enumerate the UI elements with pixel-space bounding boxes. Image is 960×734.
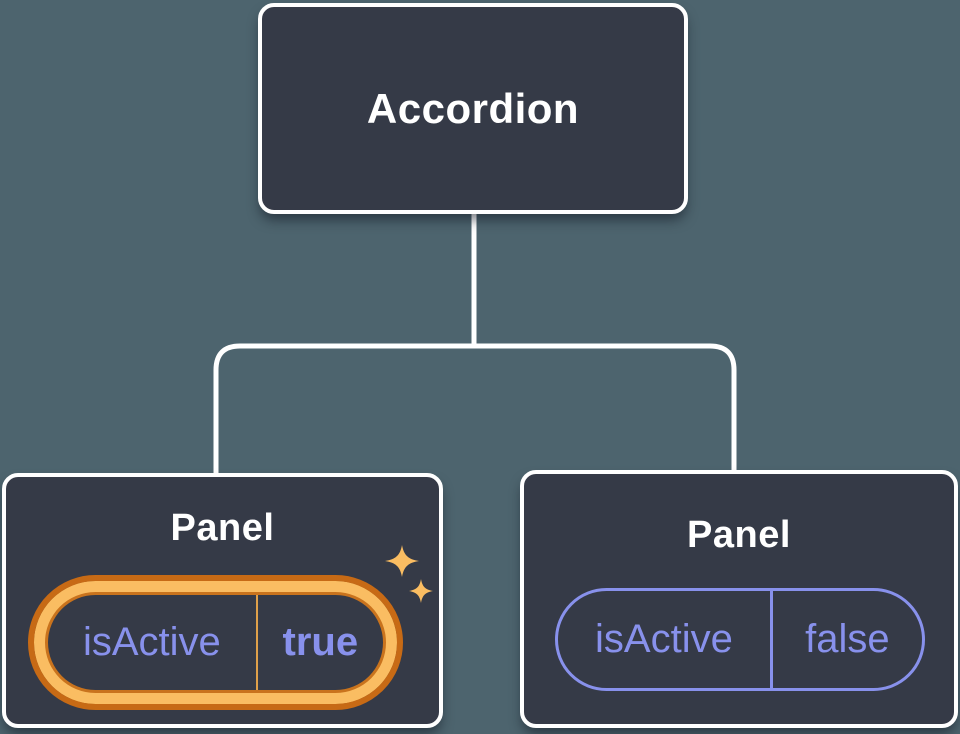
panel-node-inactive: Panel isActive false xyxy=(520,470,958,728)
accordion-node: Accordion xyxy=(258,3,688,214)
accordion-node-label: Accordion xyxy=(366,84,580,132)
state-value: true xyxy=(282,620,359,664)
panel-node-label: Panel xyxy=(687,514,791,556)
connector-branch-bracket xyxy=(213,343,737,474)
panel-node-label: Panel xyxy=(170,507,275,549)
panel-node-active: Panel isActive true xyxy=(2,473,443,728)
state-pill-active: isActive true xyxy=(28,575,403,710)
state-pill-divider xyxy=(769,591,773,688)
state-pill-inactive: isActive false xyxy=(555,588,925,691)
state-value: false xyxy=(805,617,890,661)
state-pill-divider xyxy=(255,595,258,690)
state-name: isActive xyxy=(82,620,221,664)
state-name: isActive xyxy=(595,617,733,661)
